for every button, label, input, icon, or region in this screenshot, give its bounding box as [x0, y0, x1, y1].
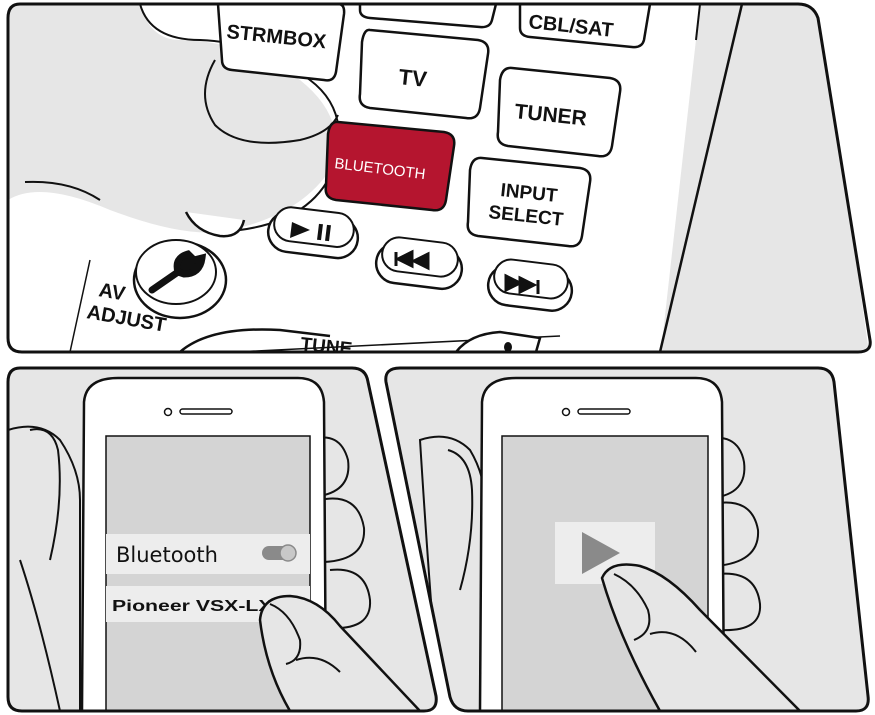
- phone-settings-panel: Bluetooth Pioneer VSX-LX104: [0, 360, 450, 715]
- strmbox-key[interactable]: STRMBOX: [218, 4, 344, 80]
- tv-label: TV: [397, 64, 428, 92]
- bluetooth-key[interactable]: BLUETOOTH: [326, 122, 455, 210]
- tune-label: TUNE: [299, 334, 353, 360]
- remote-panel: STRMBOX CBL/SAT TV TUNER BLUETOOTH INPUT: [0, 0, 875, 360]
- input-select-key[interactable]: INPUT SELECT: [468, 158, 591, 246]
- bluetooth-toggle[interactable]: [262, 545, 296, 561]
- av-adjust-line1: AV: [97, 279, 127, 305]
- av-adjust-key[interactable]: [134, 240, 226, 318]
- phone-play-panel: [380, 360, 875, 715]
- tv-key[interactable]: TV: [360, 30, 489, 118]
- tuner-key[interactable]: TUNER: [498, 68, 621, 156]
- bluetooth-setting-label: Bluetooth: [116, 543, 218, 567]
